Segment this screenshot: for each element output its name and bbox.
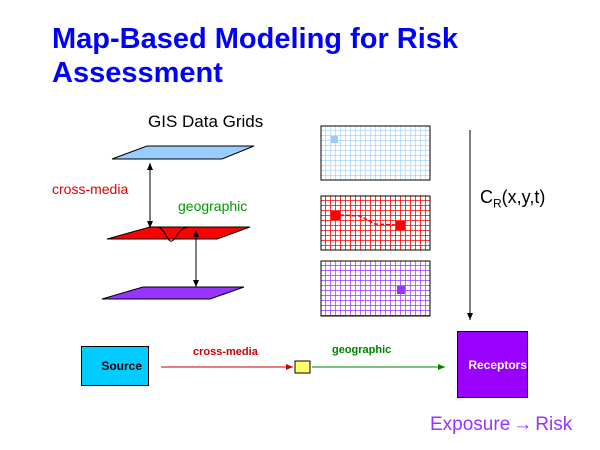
receptors-box: Receptors <box>457 331 528 398</box>
receptors-label: Receptors <box>468 357 527 372</box>
grids-label: GIS Data Grids <box>148 112 264 131</box>
intermediate-box <box>294 360 311 374</box>
slide-title: Map-Based Modeling for Risk Assessment <box>52 23 459 89</box>
source-label: Source <box>101 359 142 373</box>
soil-grid <box>320 195 431 251</box>
conc-args: (x,y,t) <box>501 187 546 207</box>
concentration-label: CR(x,y,t) <box>480 187 545 211</box>
flow-cross-media-label: cross-media <box>193 346 258 358</box>
air-plane <box>111 145 255 160</box>
water-plane <box>101 286 245 300</box>
water-grid <box>320 260 431 317</box>
exposure-risk: Exposure→Risk <box>430 414 572 436</box>
source-box: Source <box>81 346 149 386</box>
arrow-right-icon: → <box>513 414 533 435</box>
transport-curve <box>156 226 196 242</box>
conc-base: C <box>480 187 493 207</box>
geographic-label: geographic <box>178 198 248 214</box>
air-grid <box>320 125 431 181</box>
exposure-label: Exposure <box>430 414 511 435</box>
risk-label: Risk <box>535 414 573 435</box>
conc-sub: R <box>493 196 502 211</box>
flow-geographic-label: geographic <box>332 344 392 356</box>
cross-media-label: cross-media <box>52 181 129 197</box>
